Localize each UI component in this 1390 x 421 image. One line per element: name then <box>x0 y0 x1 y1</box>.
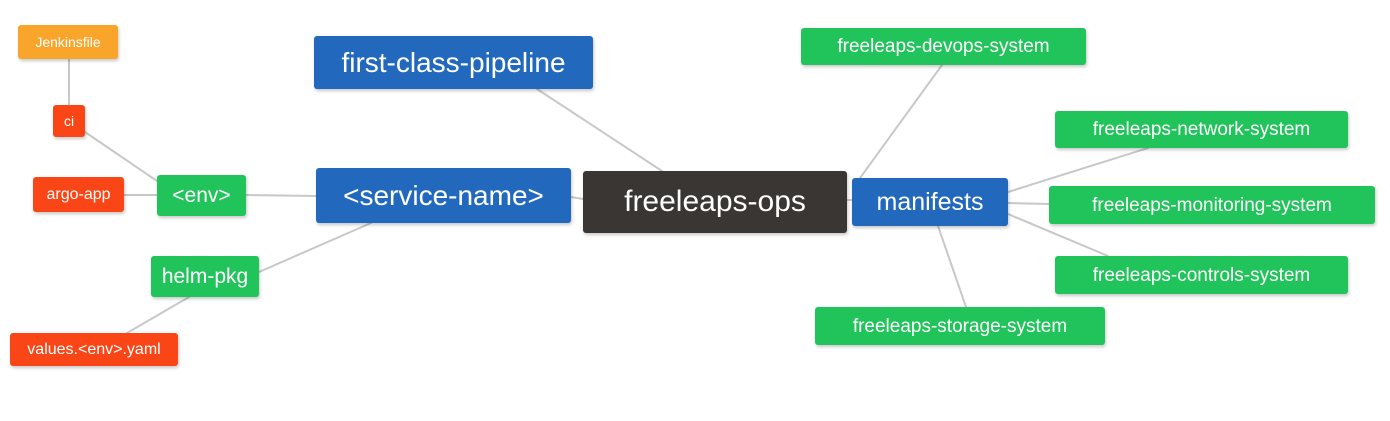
edge-helm-pkg-to-values-env-yaml <box>126 296 190 334</box>
edge-service-name-to-freeleaps-ops <box>570 196 584 200</box>
node-label-env: <env> <box>172 184 231 207</box>
edge-manifests-to-freeleaps-storage-system <box>937 225 967 308</box>
edge-ci-to-env <box>84 131 158 182</box>
edge-manifests-to-freeleaps-monitoring-system <box>1007 202 1050 205</box>
node-label-freeleaps-network-system: freeleaps-network-system <box>1092 119 1311 140</box>
mindmap-node-jenkinsfile[interactable]: Jenkinsfile <box>18 25 118 59</box>
mindmap-node-freeleaps-network-system[interactable]: freeleaps-network-system <box>1055 111 1348 148</box>
node-label-values-env-yaml: values.<env>.yaml <box>27 340 161 358</box>
node-label-freeleaps-storage-system: freeleaps-storage-system <box>852 315 1068 337</box>
node-label-freeleaps-controls-system: freeleaps-controls-system <box>1092 264 1311 286</box>
mindmap-node-service-name[interactable]: <service-name> <box>316 168 571 223</box>
mindmap-node-values-env-yaml[interactable]: values.<env>.yaml <box>10 333 178 366</box>
node-label-argo-app: argo-app <box>46 185 111 203</box>
mindmap-node-env[interactable]: <env> <box>157 175 246 216</box>
mindmap-node-manifests[interactable]: manifests <box>852 178 1008 226</box>
mindmap-node-ci[interactable]: ci <box>53 105 85 137</box>
mindmap-node-freeleaps-ops[interactable]: freeleaps-ops <box>583 171 847 233</box>
edge-service-name-to-helm-pkg <box>258 222 372 273</box>
mindmap-node-first-class-pipeline[interactable]: first-class-pipeline <box>314 36 593 89</box>
mindmap-node-freeleaps-storage-system[interactable]: freeleaps-storage-system <box>815 307 1105 345</box>
mindmap-node-helm-pkg[interactable]: helm-pkg <box>151 256 259 297</box>
node-label-first-class-pipeline: first-class-pipeline <box>341 46 566 78</box>
node-label-helm-pkg: helm-pkg <box>161 265 249 288</box>
edge-manifests-to-freeleaps-devops-system <box>859 64 943 179</box>
edge-env-to-service-name <box>245 194 317 197</box>
node-label-freeleaps-devops-system: freeleaps-devops-system <box>837 36 1050 57</box>
mindmap-node-freeleaps-devops-system[interactable]: freeleaps-devops-system <box>801 28 1086 65</box>
node-label-manifests: manifests <box>876 187 984 216</box>
mindmap-node-freeleaps-controls-system[interactable]: freeleaps-controls-system <box>1055 256 1348 294</box>
node-label-freeleaps-monitoring-system: freeleaps-monitoring-system <box>1092 194 1332 216</box>
edge-first-class-pipeline-to-freeleaps-ops <box>536 88 663 172</box>
node-label-freeleaps-ops: freeleaps-ops <box>624 185 806 218</box>
node-label-jenkinsfile: Jenkinsfile <box>35 34 101 50</box>
mindmap-node-argo-app[interactable]: argo-app <box>33 177 124 212</box>
node-label-service-name: <service-name> <box>343 179 544 211</box>
mindmap-node-freeleaps-monitoring-system[interactable]: freeleaps-monitoring-system <box>1049 186 1375 224</box>
node-label-ci: ci <box>63 113 75 129</box>
